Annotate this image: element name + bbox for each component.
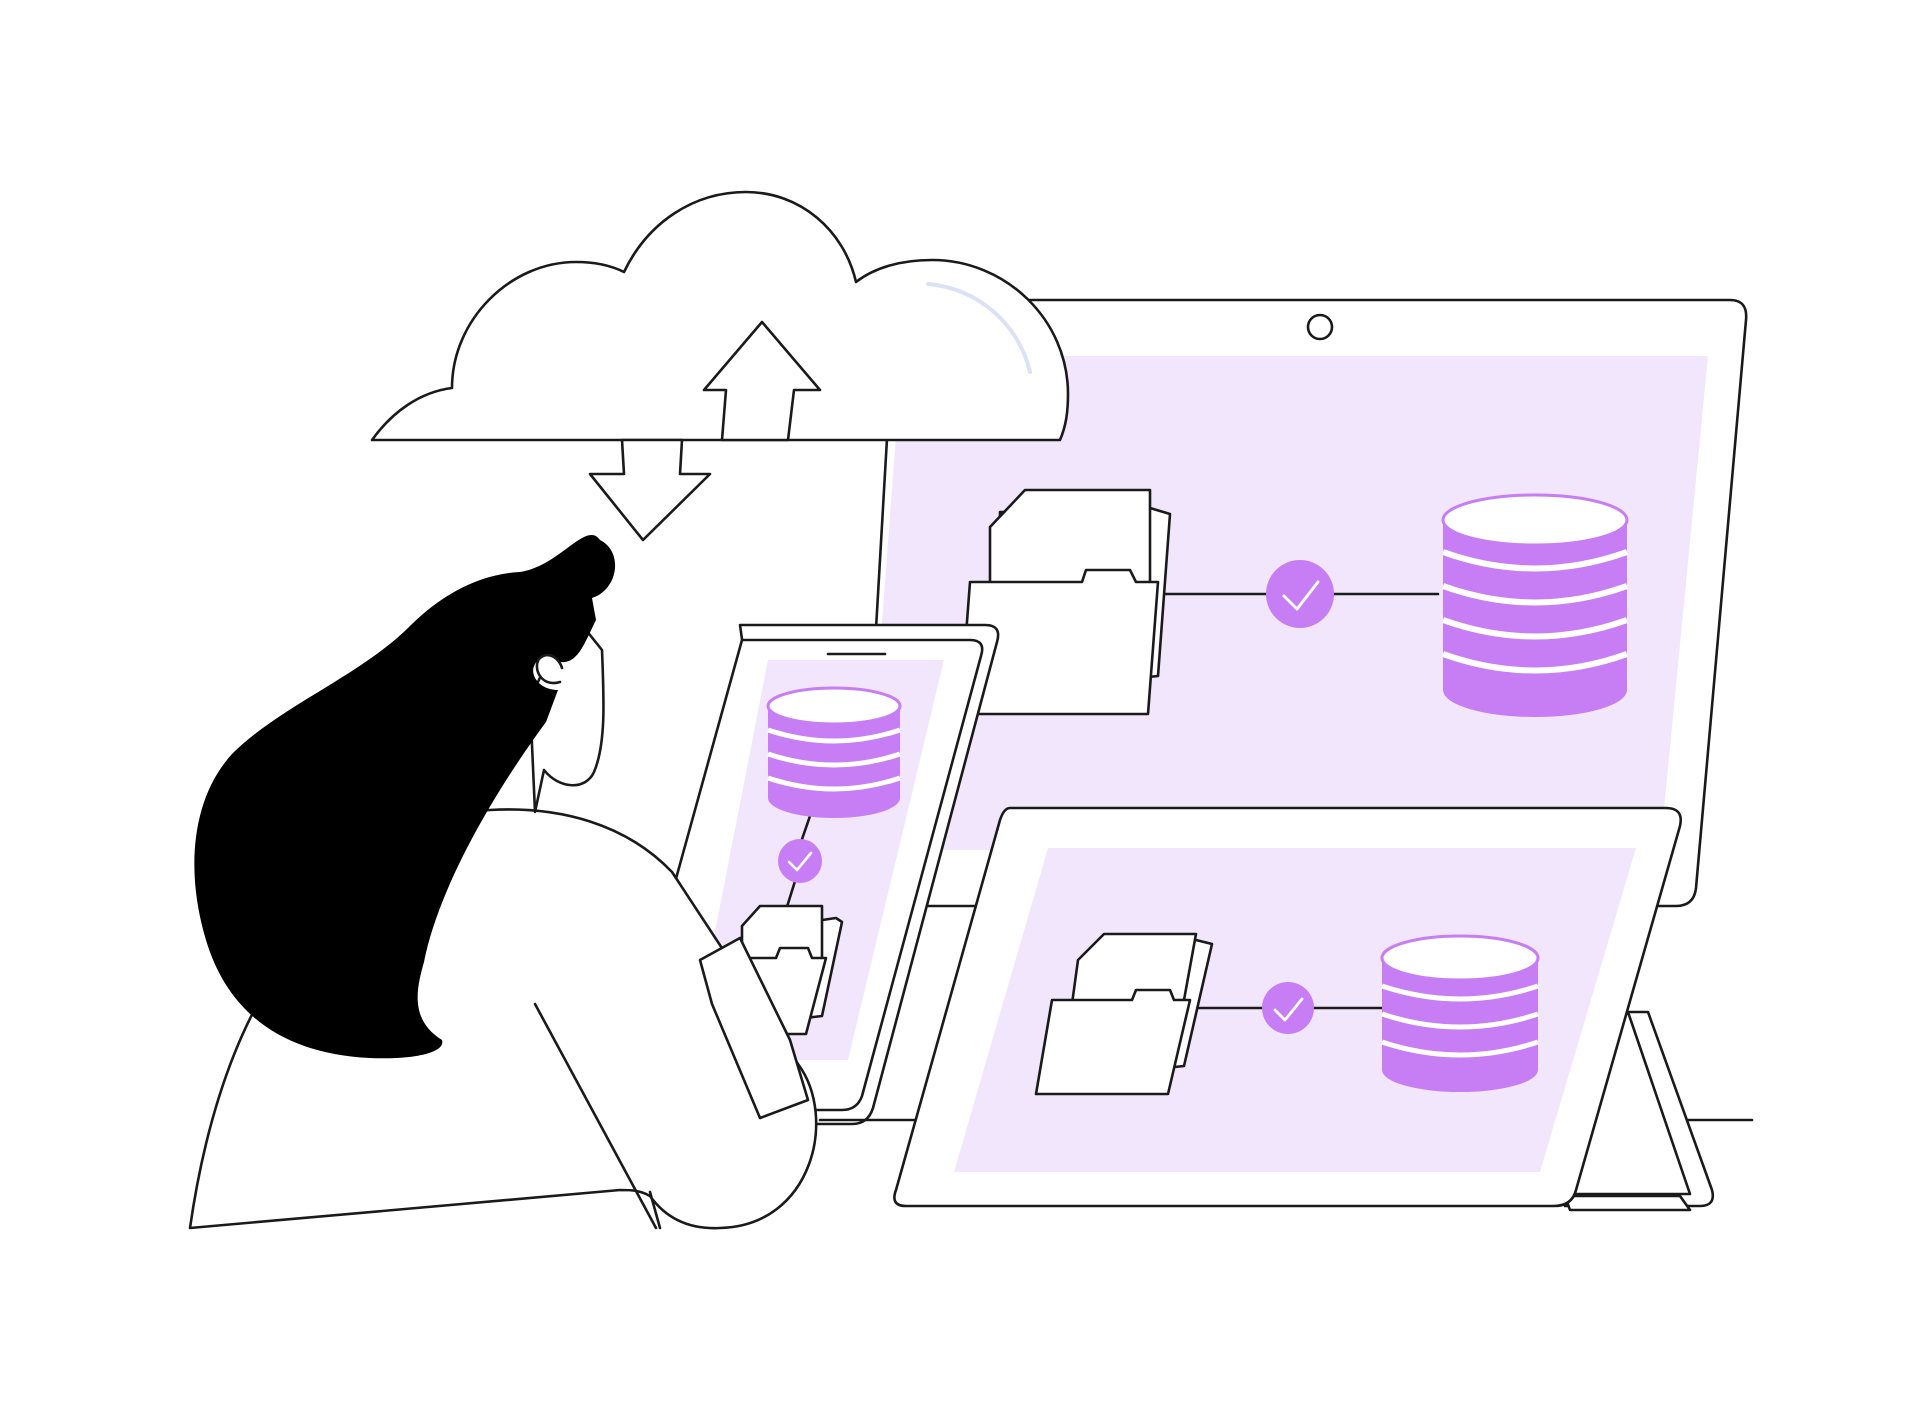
- check-icon: [1262, 982, 1314, 1034]
- laptop-flow: [1034, 932, 1540, 1096]
- check-icon: [1266, 560, 1334, 628]
- desktop-monitor: [858, 298, 1748, 908]
- check-icon: [778, 839, 822, 883]
- database-icon: [1380, 934, 1540, 1092]
- folder-icon: [958, 488, 1172, 716]
- ear: [535, 653, 564, 685]
- monitor-flow: [958, 488, 1629, 717]
- laptop: [818, 806, 1754, 1212]
- person: [188, 534, 818, 1230]
- folder-icon: [1034, 932, 1214, 1096]
- upload-arrow: [702, 320, 822, 442]
- webcam-icon: [1306, 313, 1334, 341]
- database-icon: [1441, 493, 1629, 717]
- database-icon: [766, 686, 902, 818]
- long-black-hair: [194, 534, 616, 1059]
- download-arrow: [588, 438, 712, 542]
- hand: [698, 936, 810, 1120]
- cloud-sync-icon: [370, 190, 1070, 542]
